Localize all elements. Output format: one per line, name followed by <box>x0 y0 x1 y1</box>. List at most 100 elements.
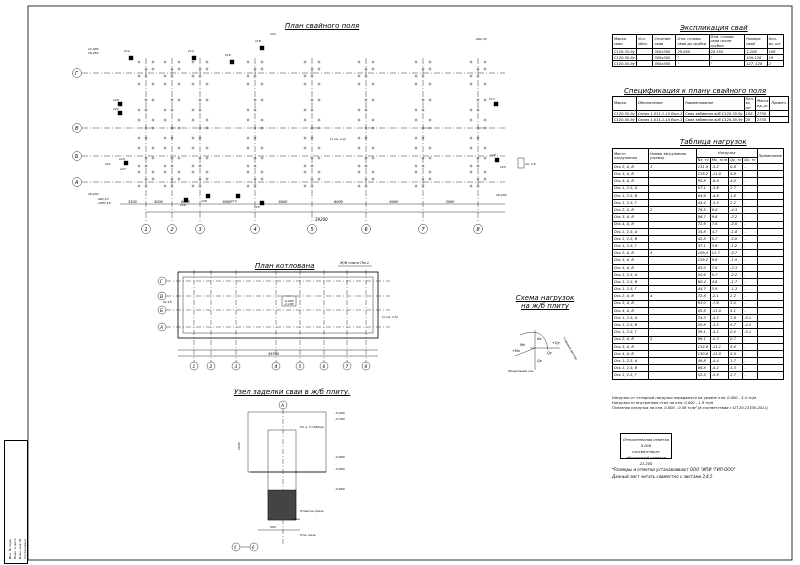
plan-mark: -462,70 <box>475 37 487 41</box>
table-cell <box>756 292 785 301</box>
table-cell <box>756 321 785 330</box>
pile-number: 127 <box>120 167 126 171</box>
pile-number: 120 <box>113 98 119 102</box>
section-marker <box>281 295 297 307</box>
table-cell: -2.1 <box>709 292 730 301</box>
axis-bubble <box>361 224 371 234</box>
table-cell <box>648 213 697 222</box>
axis-bubble <box>271 361 281 371</box>
table-cell: 8.8 <box>709 206 730 215</box>
table-cell: - <box>742 270 758 280</box>
table-cell: -5.7 <box>728 249 744 258</box>
pile-detail-title: Узел заделки сваи в ж/б плиту. <box>234 388 351 396</box>
table-cell: 1.7 <box>728 357 744 366</box>
axis-bubble <box>157 291 167 301</box>
special-pile <box>494 157 500 163</box>
special-pile <box>205 193 211 199</box>
table-cell <box>648 242 697 251</box>
table-cell: 2730 <box>754 116 771 124</box>
table-cell: - <box>742 371 758 380</box>
table-cell: Ось 4, А, В <box>611 177 650 186</box>
table-cell: 5.1 <box>728 306 744 315</box>
table-cell <box>648 313 697 323</box>
stamp-label: Подп. и дата <box>13 538 17 559</box>
table-cell: 85.0 <box>695 263 711 272</box>
table-cell: - <box>742 170 758 179</box>
table-cell: -1.5 <box>728 256 744 265</box>
table-cell: 109.4 <box>695 249 711 258</box>
table-cell: 76.5 <box>695 206 711 215</box>
table-cell: 85.6 <box>695 306 711 315</box>
table-cell: 60.4 <box>695 277 711 287</box>
table-cell: - <box>742 162 758 172</box>
table-cell: 3.0 <box>728 299 744 308</box>
table-cell: 1.6 <box>728 313 744 323</box>
load-notes: Нагрузки от отпорной нагрузки передаются… <box>612 396 792 411</box>
table-cell: 4.6 <box>709 277 730 287</box>
table-header: Кол-во, шт <box>766 33 785 50</box>
table-cell: 129.2 <box>695 256 711 265</box>
table-cell: - <box>742 249 758 258</box>
table-cell: - <box>742 277 758 287</box>
span-dimension: 3200 <box>128 200 138 204</box>
table-cell <box>648 227 697 236</box>
reference-note: (1 см. л.5) <box>382 315 398 319</box>
axis-bubble <box>72 151 82 161</box>
axis-bubble <box>307 224 317 234</box>
table-cell <box>756 184 785 193</box>
table-cell: - <box>742 342 758 351</box>
table-cell: Ось 1, 2-5, А <box>611 357 650 366</box>
explication-title: Экспликация свай <box>680 24 748 32</box>
axis-bubble <box>72 123 82 133</box>
table-cell: -0.1 <box>742 328 758 337</box>
table-cell: Серия 1.011.1-10 Вып.1 <box>635 110 685 118</box>
table-cell <box>756 364 785 373</box>
span-dimension: 3000 <box>446 200 456 204</box>
loads-col-place: Место нагружения <box>611 148 650 164</box>
table-cell: 5.7 <box>709 234 730 244</box>
table-cell: " <box>708 60 746 68</box>
table-header: Кол-во, шт <box>743 95 757 112</box>
table-cell: 64.6 <box>695 191 711 200</box>
pile-number: 113 <box>231 199 237 203</box>
table-header: Nz, тс <box>695 157 711 164</box>
table-cell: - <box>742 234 758 244</box>
table-cell: 99.1 <box>695 335 711 344</box>
plan-mark: 12,000 <box>88 47 99 51</box>
stamp-label: Взам. инв. № <box>18 538 22 559</box>
detail-mark: -0.000 <box>335 411 345 415</box>
table-cell: Ось 3, А, В <box>611 213 650 222</box>
table-cell <box>756 306 785 315</box>
axis-bubble <box>295 361 305 371</box>
detail-axis: 6 <box>252 545 255 550</box>
axis-number: 6 <box>323 364 326 370</box>
axis-number: 2 <box>210 364 213 370</box>
table-cell: Ось 3, А, В <box>611 170 650 179</box>
table-cell <box>648 170 697 179</box>
table-cell: 2 <box>648 206 697 215</box>
table-cell: - <box>742 220 758 229</box>
detail-axis: 5 <box>234 545 237 550</box>
table-header: Сечение сваи <box>652 33 677 50</box>
table-cell: 5.0 <box>728 342 744 351</box>
bottom-note: *Размеры и отметки устанавливают ООО "ИП… <box>612 467 736 472</box>
table-cell <box>756 335 785 344</box>
table-cell: 20 <box>743 116 757 124</box>
table-cell <box>756 256 785 265</box>
axis-bubble <box>319 361 329 371</box>
table-cell: 1.7 <box>728 184 744 193</box>
table-cell: С120.35-9у <box>611 60 638 68</box>
table-cell: Свая забивная ж/б С120.30-9у <box>683 116 745 124</box>
detail-note: Отм. низа <box>300 533 316 537</box>
stamp-line: абсолютной отметке 21.200 <box>626 456 666 466</box>
